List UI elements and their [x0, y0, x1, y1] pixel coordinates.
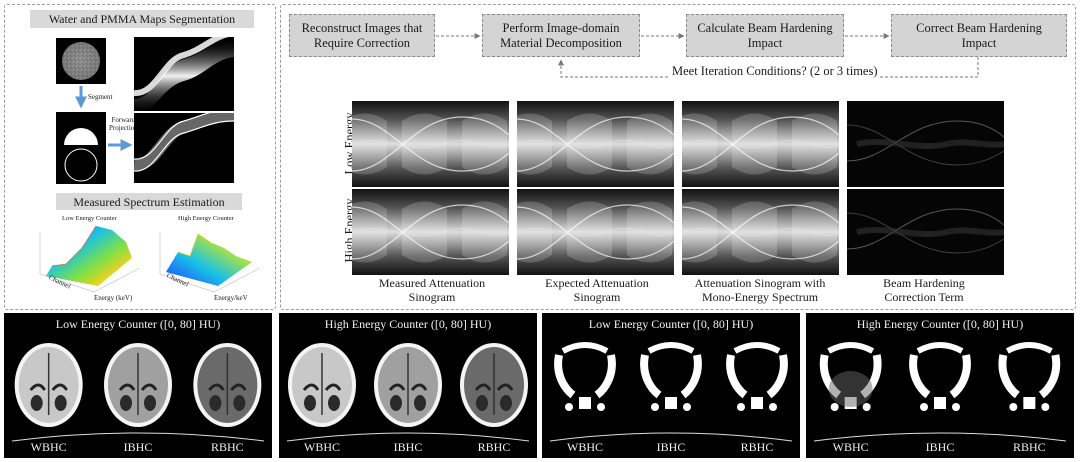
water-projection-image: [134, 113, 234, 183]
step-correct: Correct Beam Hardening Impact: [891, 14, 1067, 57]
ct-method-label: WBHC: [304, 440, 340, 454]
ct-panel-3: Low Energy Counter ([0, 80] HU) WBHC IBHC R…: [542, 313, 800, 458]
ct-method-label: RBHC: [1012, 440, 1046, 454]
ct-method-label: IBHC: [393, 440, 423, 454]
sinogram-measured-low: [352, 101, 509, 187]
ct-panel-title: High Energy Counter ([0, 80] HU): [856, 317, 1024, 331]
ct-method-label: WBHC: [832, 440, 869, 454]
ct-method-label: WBHC: [30, 440, 67, 454]
forward-projection-arrow: [108, 139, 133, 151]
plot-xlabel: Energy (keV): [94, 294, 133, 302]
plot-xlabel: Energy/keV: [214, 294, 248, 302]
segmentation-panel: [4, 4, 276, 310]
segment-arrow: [75, 86, 87, 109]
segment-label: Segment: [88, 93, 113, 101]
phantom-image: [56, 38, 106, 84]
high-energy-spectrum-plot: High Energy Counter Channel Energy/keV: [152, 212, 270, 304]
sinogram-expected-low: [517, 101, 674, 187]
sinogram-measured-high: [352, 189, 509, 275]
column-label-measured: Measured Attenuation Sinogram: [378, 276, 486, 304]
sinogram-correction-term-high: [847, 189, 1004, 275]
ct-panel-1: Low Energy Counter ([0, 80] HU) WBHC IBHC R…: [4, 313, 272, 458]
ct-method-label: IBHC: [925, 440, 955, 454]
step-calculate: Calculate Beam Hardening Impact: [686, 14, 844, 57]
ct-panel-4: High Energy Counter ([0, 80] HU) WBHC IBHC…: [806, 313, 1074, 458]
sinogram-expected-high: [517, 189, 674, 275]
ct-panel-title: High Energy Counter ([0, 80] HU): [324, 317, 492, 331]
ct-method-label: IBHC: [656, 440, 686, 454]
ct-panel-2: High Energy Counter ([0, 80] HU) WBHC IBHC…: [279, 313, 537, 458]
plot-title: High Energy Counter: [178, 215, 234, 222]
plot-title: Low Energy Counter: [62, 215, 117, 222]
segmented-maps-image: [56, 112, 106, 184]
ct-method-label: IBHC: [123, 440, 153, 454]
column-label-expected: Expected Attenuation Sinogram: [545, 276, 649, 304]
step-decomposition: Perform Image-domain Material Decomposit…: [482, 14, 640, 57]
workflow-arrows: [436, 33, 979, 78]
spectrum-title: Measured Spectrum Estimation: [56, 193, 242, 210]
ct-method-label: RBHC: [740, 440, 774, 454]
step-reconstruct: Reconstruct Images that Require Correcti…: [289, 14, 435, 57]
low-energy-spectrum-plot: Low Energy Counter Channel Energy (keV): [32, 212, 150, 304]
sinogram-mono-energy-high: [682, 189, 839, 275]
segmentation-title: Water and PMMA Maps Segmentation: [30, 10, 254, 28]
sinogram-mono-energy-low: [682, 101, 839, 187]
ct-panel-title: Low Energy Counter ([0, 80] HU): [55, 317, 221, 331]
ct-method-label: RBHC: [210, 440, 244, 454]
column-label-mono-energy: Attenuation Sinogram with Mono-Energy Sp…: [694, 276, 826, 304]
pmma-projection-image: [134, 37, 234, 111]
loop-label: Meet Iteration Conditions? (2 or 3 times…: [670, 64, 880, 79]
workflow-panel: [280, 4, 1076, 310]
ct-method-label: WBHC: [567, 440, 603, 454]
ct-panel-title: Low Energy Counter ([0, 80] HU): [588, 317, 754, 331]
ct-method-label: RBHC: [477, 440, 511, 454]
forward-projection-label: Forward Projection: [109, 116, 138, 132]
sinogram-correction-term-low: [847, 101, 1004, 187]
column-label-correction-term: Beam Hardening Correction Term: [883, 276, 965, 304]
